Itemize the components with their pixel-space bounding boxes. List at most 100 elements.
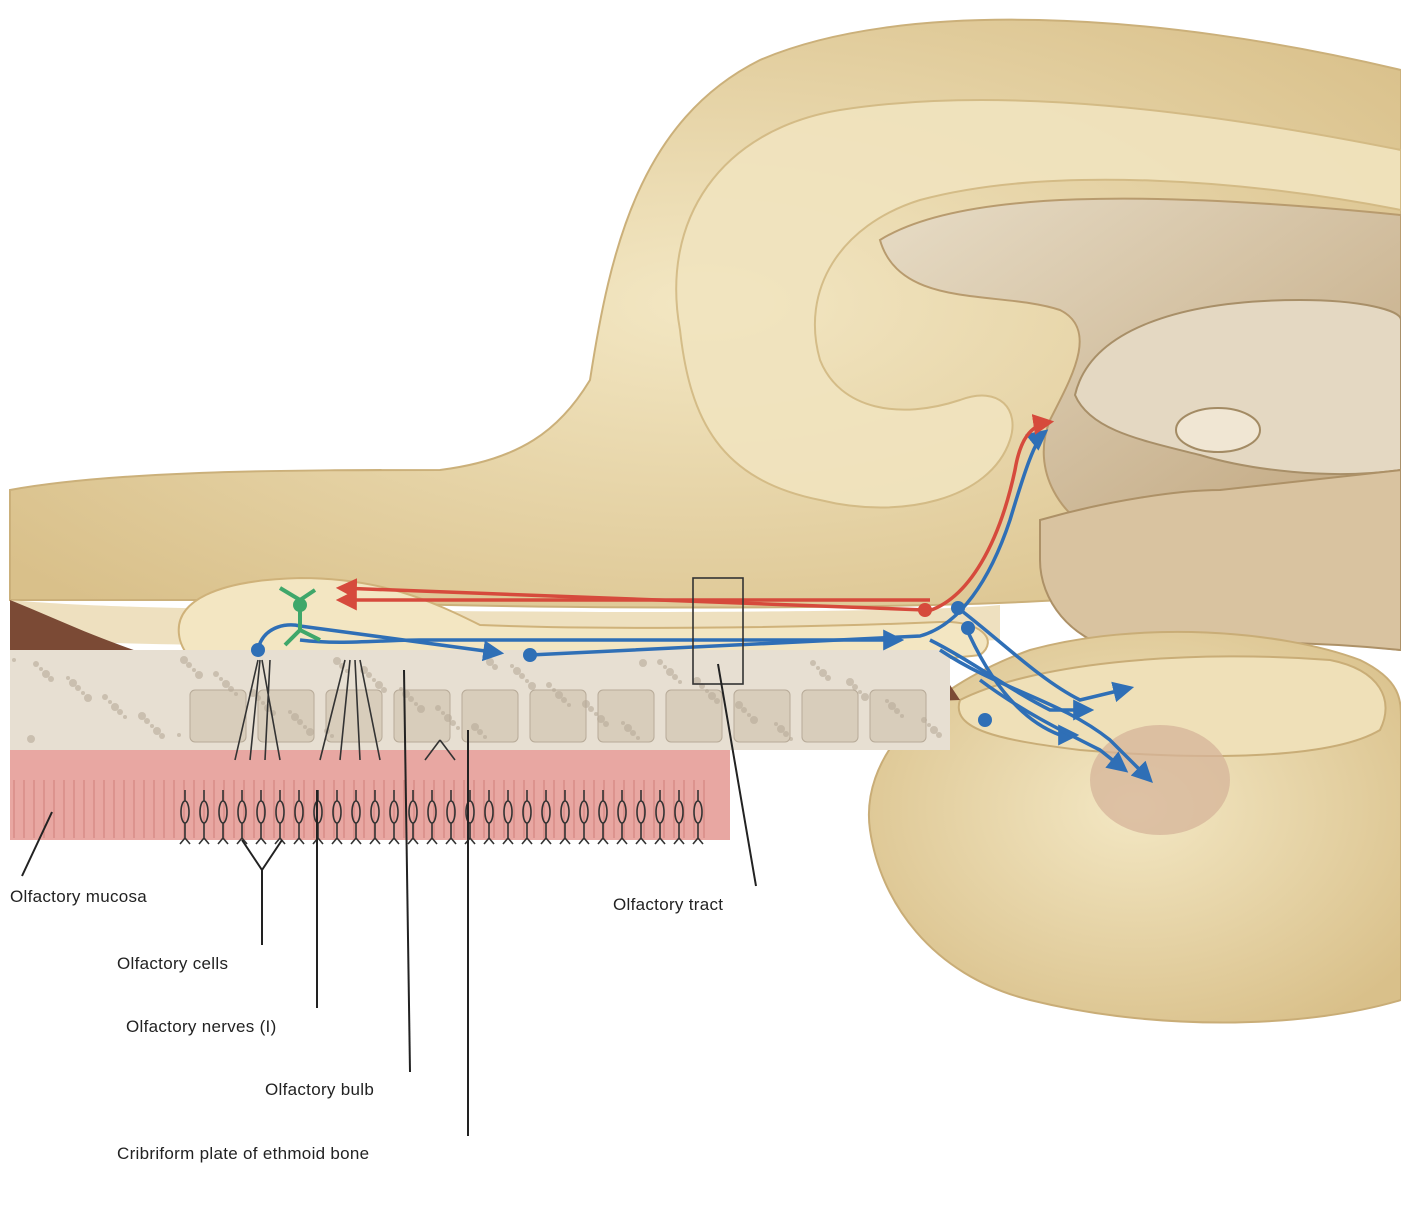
bone-pore xyxy=(117,709,123,715)
bone-pore xyxy=(825,675,831,681)
bone-pore xyxy=(525,679,529,683)
bone-pore xyxy=(261,701,265,705)
bone-segment xyxy=(598,690,654,742)
bone-pore xyxy=(456,726,460,730)
bone-pore xyxy=(42,670,50,678)
bone-pore xyxy=(774,722,778,726)
bone-pore xyxy=(930,726,938,734)
bone-pore xyxy=(81,691,85,695)
bone-pore xyxy=(819,669,827,677)
bone-pore xyxy=(417,705,425,713)
bone-pore xyxy=(219,677,223,681)
bone-pore xyxy=(672,674,678,680)
bone-pore xyxy=(810,660,816,666)
bone-pore xyxy=(228,686,234,692)
bone-pore xyxy=(936,732,942,738)
bone-pore xyxy=(234,692,238,696)
bone-pore xyxy=(603,721,609,727)
bone-pore xyxy=(741,707,747,713)
bone-pore xyxy=(399,687,403,691)
bone-pore xyxy=(657,659,663,665)
bone-pore xyxy=(381,687,387,693)
label-olfactory-tract: Olfactory tract xyxy=(613,895,723,914)
bone-pore xyxy=(894,708,900,714)
bone-pore xyxy=(177,733,181,737)
bone-pore xyxy=(846,678,854,686)
bone-pore xyxy=(111,703,119,711)
bone-pore xyxy=(783,731,789,737)
bone-pore xyxy=(66,676,70,680)
bone-pore xyxy=(927,723,931,727)
bone-pore xyxy=(144,718,150,724)
bone-pore xyxy=(885,699,889,703)
bone-pore xyxy=(180,656,188,664)
bone-pore xyxy=(477,729,483,735)
bone-pore xyxy=(888,702,896,710)
bone-pore xyxy=(471,723,479,731)
bone-pore xyxy=(777,725,785,733)
bone-pore xyxy=(594,712,598,716)
bone-pore xyxy=(33,661,39,667)
bone-pore xyxy=(624,724,632,732)
bone-pore xyxy=(588,706,594,712)
bone-pore xyxy=(705,689,709,693)
anterior-commissure xyxy=(1176,408,1260,452)
bone-pore xyxy=(48,676,54,682)
bone-pore xyxy=(678,680,682,684)
label-olfactory-cells: Olfactory cells xyxy=(117,954,228,973)
bone-pore xyxy=(375,681,383,689)
bone-pore xyxy=(852,684,858,690)
bone-pore xyxy=(402,690,410,698)
bone-pore xyxy=(492,664,498,670)
bone-pore xyxy=(528,682,536,690)
bone-segment xyxy=(870,690,926,742)
bone-pore xyxy=(333,657,341,665)
bone-pore xyxy=(597,715,605,723)
bone-segment xyxy=(394,690,450,742)
bone-pore xyxy=(102,694,108,700)
bone-pore xyxy=(561,697,567,703)
bone-pore xyxy=(555,691,563,699)
bone-pore xyxy=(195,671,203,679)
bone-pore xyxy=(900,714,904,718)
label-cribriform-plate: Cribriform plate of ethmoid bone xyxy=(117,1144,369,1163)
bone-pore xyxy=(816,666,820,670)
bone-pore xyxy=(747,713,751,717)
bone-pore xyxy=(789,737,793,741)
bone-pore xyxy=(330,734,334,738)
bone-pore xyxy=(288,710,292,714)
bone-pore xyxy=(666,668,674,676)
bone-pore xyxy=(714,698,720,704)
bone-pore xyxy=(921,717,927,723)
label-olfactory-nerves: Olfactory nerves (I) xyxy=(126,1017,277,1036)
bone-pore xyxy=(12,658,16,662)
bone-pore xyxy=(159,733,165,739)
bone-pore xyxy=(366,672,372,678)
bone-pore xyxy=(222,680,230,688)
bone-pore xyxy=(150,724,154,728)
bone-pore xyxy=(39,667,43,671)
bone-pore xyxy=(708,692,716,700)
bone-pore xyxy=(513,667,521,675)
bone-pore xyxy=(372,678,376,682)
mitral-cell-soma xyxy=(293,598,307,612)
bone-pore xyxy=(663,665,667,669)
bone-pore xyxy=(213,671,219,677)
bone-pore xyxy=(510,664,514,668)
label-olfactory-mucosa: Olfactory mucosa xyxy=(10,887,147,906)
bone-pore xyxy=(192,668,196,672)
bone-pore xyxy=(630,730,636,736)
bone-pore xyxy=(108,700,112,704)
bone-pore xyxy=(69,679,77,687)
bone-segment xyxy=(190,690,246,742)
bone-pore xyxy=(75,685,81,691)
bone-segment xyxy=(734,690,790,742)
bone-pore xyxy=(582,700,590,708)
bone-pore xyxy=(303,725,307,729)
label-olfactory-bulb: Olfactory bulb xyxy=(265,1080,374,1099)
bone-pore xyxy=(483,735,487,739)
bone-pore xyxy=(27,735,35,743)
bone-pore xyxy=(636,736,640,740)
